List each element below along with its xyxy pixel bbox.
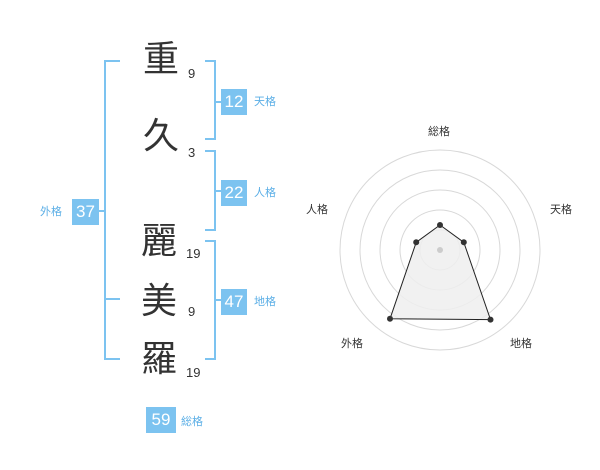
- gaikaku-divider: [105, 298, 120, 300]
- soukaku-value: 59: [146, 407, 176, 433]
- stroke-count-1: 9: [188, 66, 196, 81]
- radar-point-1: [437, 222, 443, 228]
- name-char-1: 重: [143, 39, 180, 80]
- chikaku-value: 47: [221, 289, 247, 315]
- gaikaku-label: 外格: [40, 205, 62, 218]
- jinkaku-tick: [215, 190, 221, 192]
- radar-center: [437, 247, 443, 253]
- radar-point-2: [460, 239, 467, 246]
- stroke-count-5: 19: [186, 365, 201, 380]
- soukaku-label: 総格: [181, 415, 203, 428]
- tenkaku-tick: [215, 101, 221, 103]
- name-char-2: 久: [143, 116, 180, 157]
- tenkaku-value: 12: [221, 89, 247, 115]
- chikaku-label: 地格: [254, 295, 276, 308]
- radar-point-5: [413, 239, 420, 246]
- gaikaku-tick: [98, 210, 105, 212]
- gaikaku-value: 37: [72, 199, 99, 225]
- radar-point-4: [387, 315, 393, 322]
- tenkaku-bracket: [205, 60, 216, 140]
- radar-label-soukaku: 総格: [428, 125, 450, 138]
- radar-ring-4: [359, 169, 521, 331]
- jinkaku-value: 22: [221, 180, 247, 206]
- radar-shape: [389, 224, 492, 321]
- stroke-count-4: 9: [188, 304, 196, 319]
- stroke-count-2: 3: [188, 145, 196, 160]
- radar-point-3: [487, 316, 494, 323]
- jinkaku-label: 人格: [254, 186, 276, 199]
- radar-label-tenkaku: 天格: [550, 203, 572, 216]
- name-char-3: 麗: [141, 221, 178, 262]
- radar-label-chikaku: 地格: [510, 337, 532, 350]
- stroke-count-3: 19: [186, 246, 201, 261]
- name-char-4: 美: [141, 281, 178, 322]
- radar-label-gaikaku: 外格: [341, 337, 363, 350]
- gaikaku-bracket: [104, 60, 120, 360]
- chikaku-tick: [215, 299, 221, 301]
- radar-ring-5: [339, 149, 541, 351]
- name-char-5: 羅: [141, 339, 178, 380]
- tenkaku-label: 天格: [254, 95, 276, 108]
- radar-label-jinkaku: 人格: [306, 203, 328, 216]
